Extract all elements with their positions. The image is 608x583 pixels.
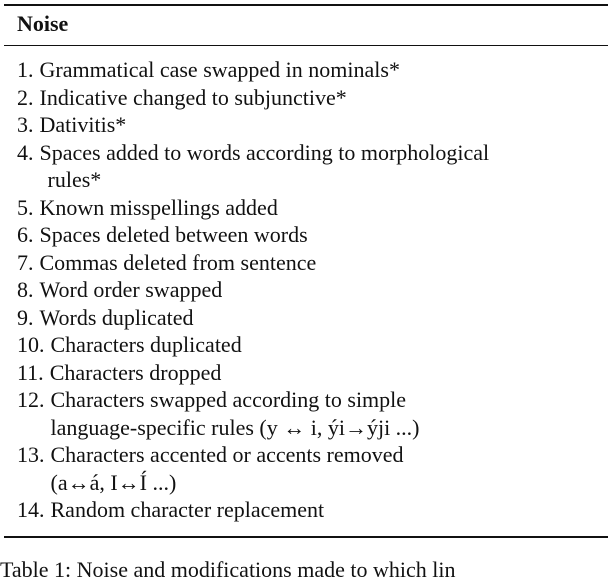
list-item: 11. Characters dropped: [4, 359, 608, 387]
item-number: 6.: [17, 221, 34, 249]
noise-table: Noise 1. Grammatical case swapped in nom…: [4, 4, 608, 538]
item-text-continuation: (a↔á, I↔Í ...): [51, 469, 569, 497]
item-text-wrap: Characters accented or accents removed (…: [51, 441, 608, 496]
item-number: 9.: [17, 304, 34, 332]
list-item: 9. Words duplicated: [4, 304, 608, 332]
item-number: 14.: [17, 496, 45, 524]
item-text: Commas deleted from sentence: [40, 249, 608, 277]
item-text: Characters swapped according to simple: [51, 387, 407, 412]
item-text-continuation: rules*: [40, 166, 569, 194]
item-text: Characters accented or accents removed: [51, 442, 404, 467]
list-item: 8. Word order swapped: [4, 276, 608, 304]
list-item: 13. Characters accented or accents remov…: [4, 441, 608, 496]
item-text-wrap: Spaces added to words according to morph…: [40, 139, 608, 194]
item-text: Grammatical case swapped in nominals*: [40, 56, 608, 84]
item-number: 11.: [17, 359, 44, 387]
item-text: Known misspellings added: [40, 194, 608, 222]
table-header: Noise: [4, 6, 608, 36]
item-text-continuation: language-specific rules (y ↔ i, ýi→ýji .…: [51, 414, 569, 442]
list-item: 10. Characters duplicated: [4, 331, 608, 359]
list-item: 5. Known misspellings added: [4, 194, 608, 222]
item-number: 7.: [17, 249, 34, 277]
item-number: 3.: [17, 111, 34, 139]
list-item: 12. Characters swapped according to simp…: [4, 386, 608, 441]
item-number: 8.: [17, 276, 34, 304]
item-text: Random character replacement: [51, 496, 608, 524]
list-item: 1. Grammatical case swapped in nominals*: [4, 56, 608, 84]
item-number: 2.: [17, 84, 34, 112]
item-text: Words duplicated: [40, 304, 608, 332]
item-number: 4.: [17, 139, 34, 194]
item-number: 1.: [17, 56, 34, 84]
item-text: Characters duplicated: [51, 331, 608, 359]
table-caption: Table 1: Noise and modifications made to…: [0, 557, 455, 583]
list-item: 4. Spaces added to words according to mo…: [4, 139, 608, 194]
item-number: 12.: [17, 386, 45, 441]
list-item: 3. Dativitis*: [4, 111, 608, 139]
item-number: 10.: [17, 331, 45, 359]
item-text: Spaces deleted between words: [40, 221, 608, 249]
list-item: 2. Indicative changed to subjunctive*: [4, 84, 608, 112]
item-text-wrap: Characters swapped according to simple l…: [51, 386, 608, 441]
item-number: 5.: [17, 194, 34, 222]
item-text: Indicative changed to subjunctive*: [40, 84, 608, 112]
item-text: Word order swapped: [40, 276, 608, 304]
item-text: Characters dropped: [50, 359, 608, 387]
item-text: Spaces added to words according to morph…: [40, 140, 490, 165]
table-bottom-rule: [4, 536, 608, 538]
item-text: Dativitis*: [40, 111, 608, 139]
list-item: 7. Commas deleted from sentence: [4, 249, 608, 277]
list-item: 14. Random character replacement: [4, 496, 608, 524]
noise-list: 1. Grammatical case swapped in nominals*…: [4, 46, 608, 524]
item-number: 13.: [17, 441, 45, 496]
list-item: 6. Spaces deleted between words: [4, 221, 608, 249]
